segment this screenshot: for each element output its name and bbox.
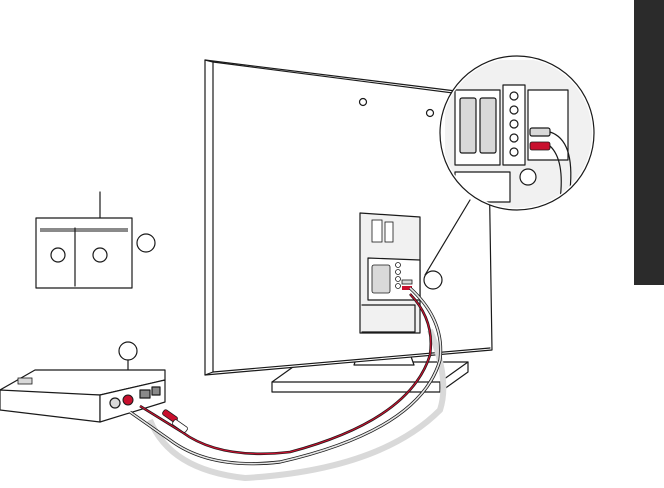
- callout-tv: [424, 271, 442, 289]
- callout-1: [51, 248, 65, 262]
- wall-outlet: [36, 192, 155, 288]
- scart-connector-icon: [372, 265, 390, 293]
- rear-connector-panel: [360, 213, 420, 333]
- callout-5: [520, 169, 536, 185]
- rca-jack-icon: [110, 398, 120, 408]
- callout-3: [137, 234, 155, 252]
- rca-jack-icon: [123, 395, 133, 405]
- callout-4: [119, 342, 137, 360]
- side-tab: [634, 0, 664, 285]
- scart-connector-icon: [480, 98, 496, 153]
- scart-connector-icon: [460, 98, 476, 153]
- receiver-box: [0, 342, 165, 422]
- callout-2: [93, 248, 107, 262]
